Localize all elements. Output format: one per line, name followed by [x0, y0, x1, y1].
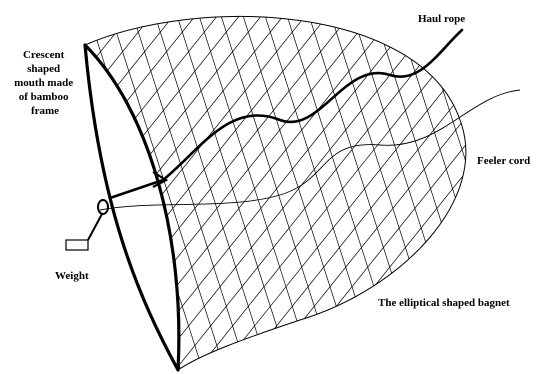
mesh-line — [85, 16, 165, 371]
mouth-label-line3: mouth made — [14, 77, 73, 89]
mouth-label-line5: frame — [31, 105, 59, 117]
mesh-line — [369, 16, 466, 371]
mouth-label-line4: of bamboo — [19, 91, 69, 103]
feeler-cord — [99, 89, 521, 211]
mesh-line — [391, 16, 466, 371]
mesh-line — [413, 16, 466, 371]
feeler-cord-label: Feeler cord — [477, 155, 530, 167]
weight-block — [65, 239, 89, 251]
mesh-line — [85, 16, 187, 371]
mesh-line — [457, 16, 466, 371]
mesh-line — [457, 16, 466, 371]
mesh-line — [325, 16, 466, 371]
haul-rope-label: Haul rope — [418, 13, 465, 25]
mesh-line — [85, 16, 319, 371]
mesh-line — [215, 16, 337, 371]
weight-cord — [87, 213, 103, 241]
mesh-line — [502, 0, 554, 374]
mesh-line — [193, 16, 315, 371]
mesh-line — [215, 16, 466, 371]
mesh-line — [149, 16, 451, 371]
mesh-line — [171, 16, 293, 371]
mesh-line — [0, 0, 10, 374]
haul-rope-arrowhead — [152, 171, 169, 188]
mesh-line — [369, 16, 466, 371]
mesh-line — [259, 16, 466, 371]
haul-rope — [108, 28, 464, 200]
mesh-line — [480, 0, 554, 374]
mesh-line — [502, 0, 554, 374]
mesh-line — [524, 0, 554, 374]
weight-loop — [97, 199, 109, 215]
bagnet-outline — [84, 15, 467, 371]
mesh-line — [85, 16, 209, 371]
mouth-label-line1: Crescent — [23, 49, 65, 61]
mesh-line — [127, 16, 249, 371]
mesh-line — [281, 16, 466, 371]
bamboo-frame — [83, 43, 181, 372]
mesh-line — [546, 0, 554, 374]
mesh-line — [524, 0, 554, 374]
mesh-line — [105, 16, 227, 371]
mesh-line — [546, 0, 554, 374]
mesh-line — [237, 16, 466, 371]
mouth-label: Crescent shaped mouth made of bamboo fra… — [14, 49, 76, 117]
bagnet-label: The elliptical shaped bagnet — [378, 297, 510, 309]
mesh-line — [85, 16, 231, 371]
mouth-label-line2: shaped — [27, 63, 60, 75]
mesh-line — [303, 16, 466, 371]
mesh-line — [480, 0, 554, 374]
mesh-line — [149, 16, 271, 371]
mesh-line — [347, 16, 466, 371]
mesh-line — [391, 16, 466, 371]
weight-label: Weight — [55, 270, 89, 282]
mesh-line — [0, 0, 6, 374]
